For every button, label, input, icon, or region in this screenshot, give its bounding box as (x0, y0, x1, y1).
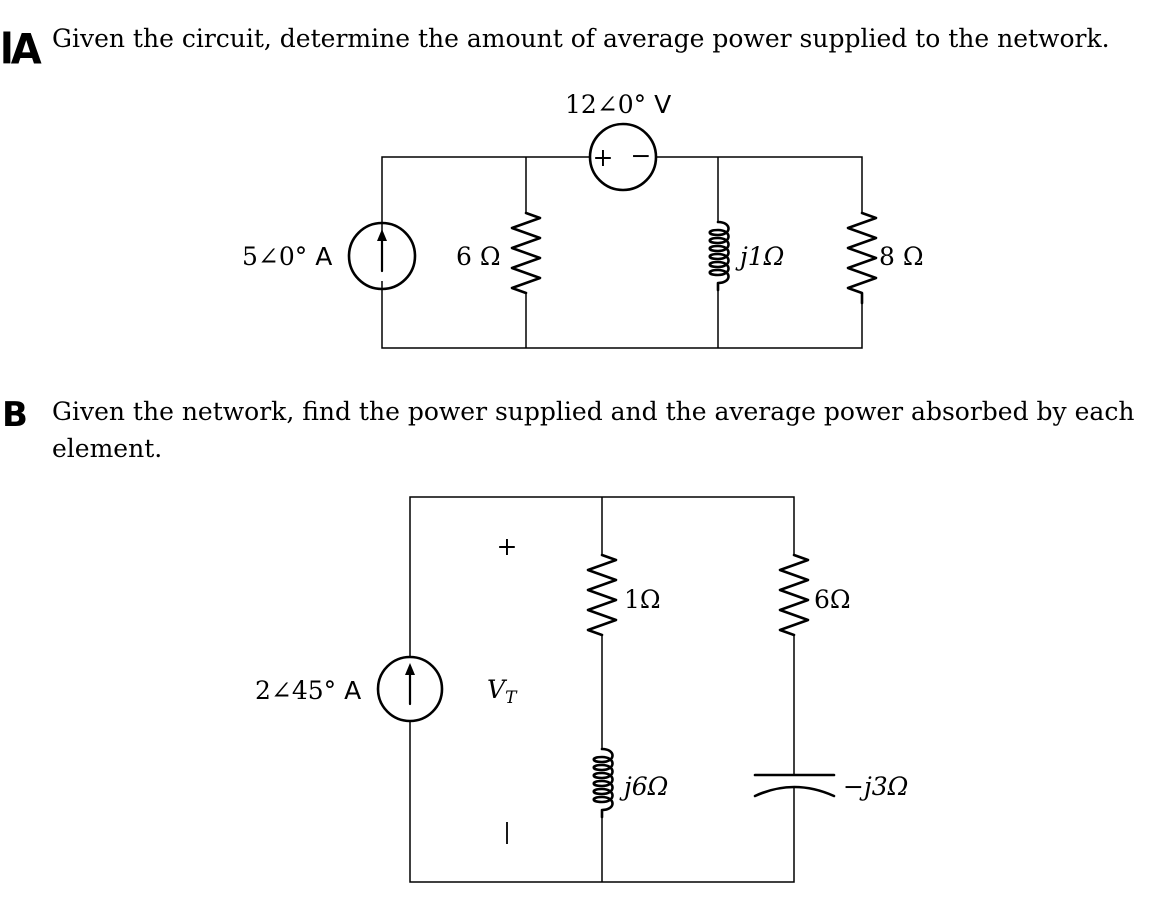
problem-b-marker: B (2, 395, 28, 435)
inductor-j6-b: j6Ω (592, 747, 668, 819)
voltage-source-a-label: 12∠0° V (565, 90, 671, 119)
problem-a-marker: lA (0, 25, 42, 75)
current-source-a-label: 5∠0° A (242, 242, 332, 271)
vt-voltage-label: + VT (487, 532, 518, 844)
vt-plus: + (497, 532, 518, 561)
circuit-a-wires (381, 156, 863, 349)
capacitor-b: −j3Ω (753, 772, 908, 801)
resistor-1-ohm-b-label: 1Ω (624, 585, 661, 614)
current-source-a: 5∠0° A (242, 221, 417, 291)
inductor-j6-b-label: j6Ω (619, 772, 668, 801)
resistor-6-ohm-a-label: 6 Ω (456, 242, 501, 271)
resistor-8-ohm-a-label: 8 Ω (879, 242, 924, 271)
problem-a-statement: Given the circuit, determine the amount … (52, 24, 1110, 53)
resistor-8-ohm-a: 8 Ω (846, 211, 924, 305)
current-source-b-arrow (405, 663, 415, 675)
circuit-b-wires (409, 496, 795, 883)
resistor-6-ohm-b: 6Ω (778, 553, 851, 637)
circuit-a: + − 12∠0° V 5∠0° A 6 Ω j1Ω 8 Ω (242, 90, 924, 349)
voltage-source-a: + − 12∠0° V (565, 90, 671, 192)
current-source-a-arrow (377, 229, 387, 241)
inductor-j1-a-label: j1Ω (735, 242, 784, 271)
resistor-1-ohm-b: 1Ω (586, 553, 661, 637)
problem-b-statement: Given the network, find the power suppli… (52, 397, 1135, 463)
resistor-6-ohm-b-label: 6Ω (814, 585, 851, 614)
voltage-source-a-minus: − (631, 141, 652, 170)
voltage-source-a-plus: + (593, 143, 614, 172)
capacitor-b-label: −j3Ω (843, 772, 908, 801)
inductor-j1-a: j1Ω (708, 220, 784, 292)
current-source-b-label: 2∠45° A (255, 676, 361, 705)
current-source-b: 2∠45° A (255, 655, 444, 723)
resistor-6-ohm-a: 6 Ω (456, 211, 542, 295)
circuit-b: 2∠45° A + VT 1Ω j6Ω 6Ω (255, 496, 908, 883)
vt-symbol: VT (487, 675, 518, 708)
